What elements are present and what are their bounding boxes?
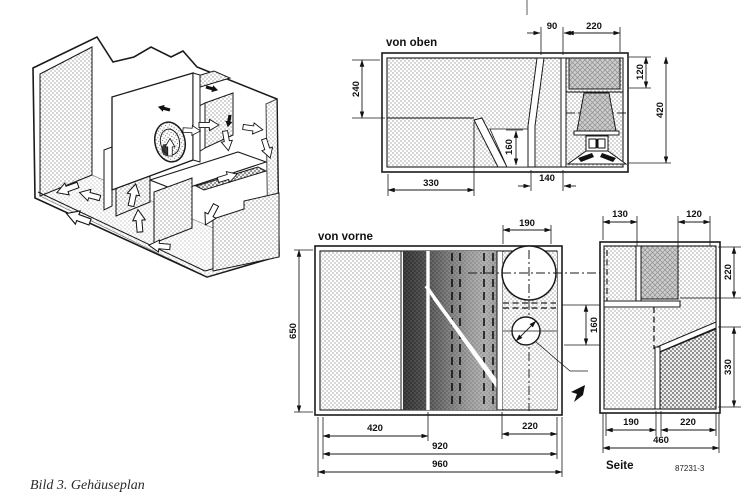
front-view: von vorne 190 650 160 420 220 920 960 xyxy=(288,218,612,477)
dim-label: 130 xyxy=(612,209,628,220)
side-view: 130 120 220 330 190 220 460 Seite 87231-… xyxy=(599,209,741,473)
dim-label: 220 xyxy=(723,264,734,280)
stepped-rear-panel xyxy=(212,192,280,272)
dim-label: 160 xyxy=(589,317,600,333)
dim-label: 140 xyxy=(539,173,555,184)
left-wall-damping xyxy=(39,46,93,197)
figure-caption: Bild 3. Gehäuseplan xyxy=(30,478,145,493)
dim-label: 220 xyxy=(680,417,696,428)
lower-left-brace xyxy=(103,146,113,211)
slanted-partition xyxy=(527,57,545,168)
lower-mid-damping xyxy=(153,177,193,244)
dim-label: 420 xyxy=(655,102,666,118)
dim-label: 330 xyxy=(723,359,734,375)
dim-label: 160 xyxy=(504,139,515,155)
dim-label: 190 xyxy=(623,417,639,428)
dim-label: 920 xyxy=(432,441,448,452)
upper-divider xyxy=(635,245,642,308)
dim-label: 90 xyxy=(547,21,558,32)
absorber-panel-side xyxy=(640,245,679,300)
top-view: von oben 90 220 120 420 240 160 xyxy=(351,21,671,196)
dim-label: 120 xyxy=(686,209,702,220)
dim-label: 420 xyxy=(367,423,383,434)
shelf xyxy=(603,300,681,308)
dim-label: 650 xyxy=(288,323,299,339)
dim-label: 220 xyxy=(522,421,538,432)
dim-label: 240 xyxy=(351,81,362,97)
baffle-edge xyxy=(192,72,201,163)
lower-damping xyxy=(659,328,717,410)
side-view-title: Seite xyxy=(606,460,634,472)
dim-label: 330 xyxy=(423,178,439,189)
isometric-view xyxy=(32,35,280,278)
driver-cross-section xyxy=(566,92,628,165)
dim-label: 460 xyxy=(653,435,669,446)
absorber-panel-top xyxy=(568,57,621,90)
chamber-wall xyxy=(560,57,567,168)
front-view-dimensions: 190 650 160 420 220 920 960 xyxy=(288,218,604,477)
black-arrow xyxy=(571,385,585,402)
front-view-title: von vorne xyxy=(318,231,373,243)
lower-divider xyxy=(654,346,661,410)
dim-label: 120 xyxy=(635,64,646,80)
top-view-dimensions: 90 220 120 420 240 160 330 140 xyxy=(351,21,671,196)
drawing-number: 87231-3 xyxy=(675,464,705,473)
dim-label: 220 xyxy=(586,21,602,32)
top-view-title: von oben xyxy=(386,37,437,49)
dim-label: 190 xyxy=(519,218,535,229)
driver-cutout-inner xyxy=(159,128,181,156)
dim-label: 960 xyxy=(432,459,448,470)
side-view-dimensions: 130 120 220 330 190 220 460 xyxy=(602,209,741,453)
